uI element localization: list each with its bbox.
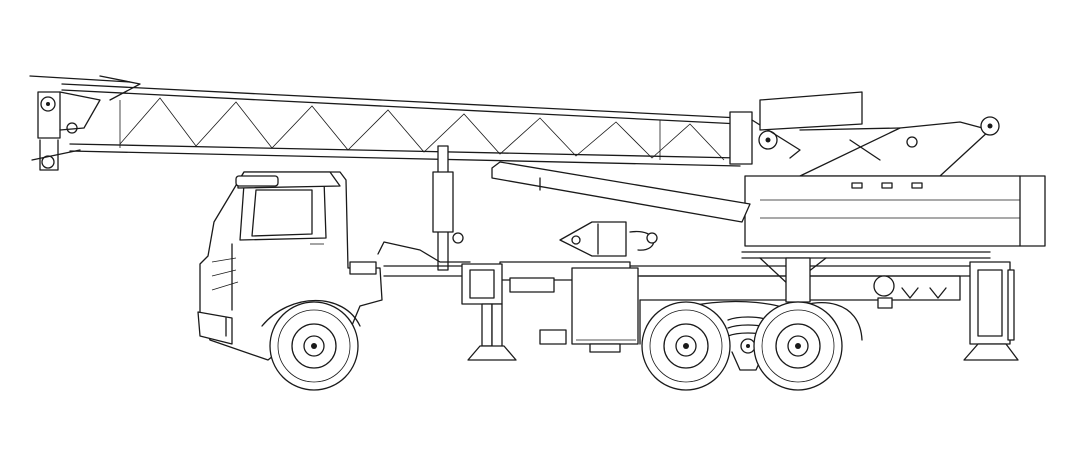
boom-pivot: [729, 111, 801, 165]
hook-block: [559, 221, 658, 257]
luffing-cylinder: [491, 161, 751, 223]
superstructure: [744, 91, 1046, 247]
boom-rest-mast: [432, 145, 464, 271]
front-outrigger: [461, 263, 517, 361]
lattice-boom: [61, 83, 741, 167]
chassis: [377, 241, 1011, 353]
rear-wheel-2: [753, 301, 843, 391]
front-wheel-arch: [261, 299, 361, 327]
rear-wheel-1: [641, 301, 731, 391]
boom-head: [29, 75, 141, 171]
rear-outrigger: [963, 261, 1019, 361]
front-wheel: [269, 301, 359, 391]
